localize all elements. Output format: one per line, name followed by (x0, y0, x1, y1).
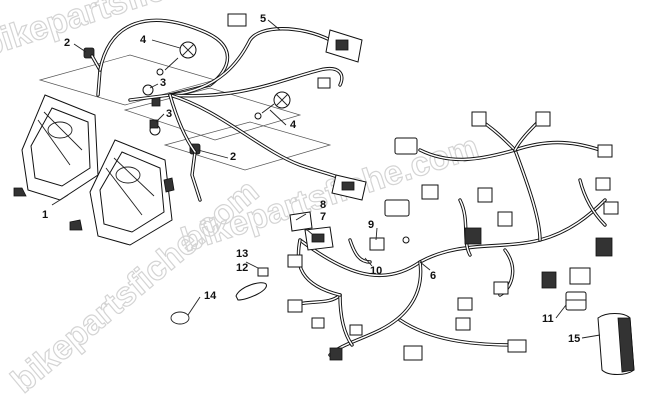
callout-5: 5 (260, 13, 266, 25)
callout-9: 9 (368, 219, 374, 231)
callout-4-lower: 4 (290, 119, 297, 131)
connector-housing-8[interactable] (289, 211, 313, 232)
cable-tie-12[interactable] (235, 282, 267, 301)
callout-14: 14 (204, 290, 217, 302)
headlight-assembly-right[interactable] (69, 139, 175, 246)
main-harness-connectors[interactable] (287, 111, 619, 361)
cover-cap-upper[interactable] (156, 41, 197, 76)
relay-11[interactable] (565, 291, 587, 311)
watermark: bikepartsfiche.com bikepartsfiche.com bi… (0, 0, 484, 401)
headlight-assembly-left[interactable] (13, 94, 99, 201)
callout-10: 10 (370, 265, 382, 277)
callout-11: 11 (542, 313, 554, 325)
callout-leaders (51, 19, 601, 339)
callout-12: 12 (236, 262, 248, 274)
headlight-harness[interactable] (98, 13, 367, 201)
connector-9[interactable] (369, 236, 410, 251)
bulb-socket-upper[interactable] (83, 47, 102, 97)
callout-8: 8 (320, 199, 326, 211)
callout-7: 7 (320, 211, 326, 223)
callout-4-upper: 4 (140, 34, 147, 46)
callout-2-lower: 2 (230, 151, 236, 163)
callout-2-upper: 2 (64, 37, 70, 49)
callout-6: 6 (430, 270, 436, 282)
callout-1: 1 (42, 209, 48, 221)
callout-3-upper: 3 (160, 77, 166, 89)
cover-cap-lower[interactable] (254, 91, 291, 120)
callout-labels: 1 2 2 3 3 4 4 5 6 7 8 9 10 11 12 13 14 1… (42, 13, 580, 345)
connector-housing-7[interactable] (304, 226, 334, 251)
cap-13[interactable] (257, 267, 269, 277)
clamp-14[interactable] (170, 311, 190, 325)
sleeve-15[interactable] (597, 313, 635, 375)
callout-3-lower: 3 (166, 108, 172, 120)
bulb-lower[interactable] (149, 119, 161, 136)
callout-13: 13 (236, 248, 248, 260)
callout-15: 15 (568, 333, 580, 345)
terminal-10[interactable] (348, 238, 372, 264)
